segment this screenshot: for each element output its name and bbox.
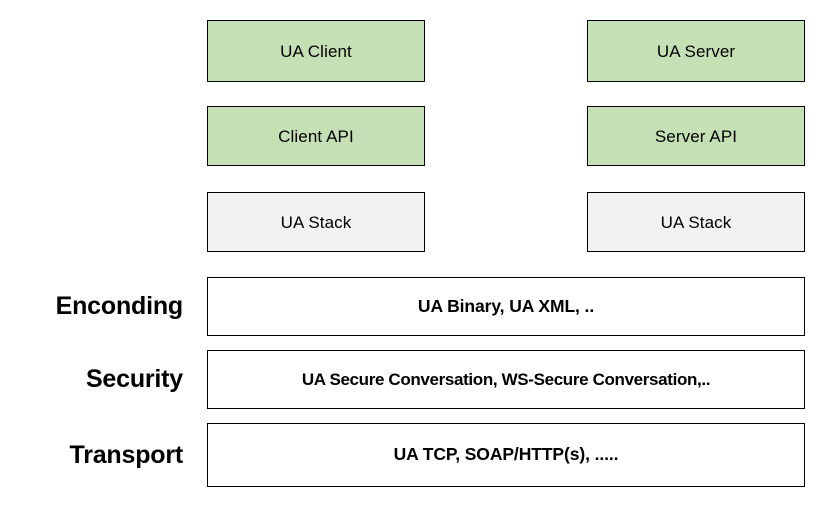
layer-box-encoding-label: UA Binary, UA XML, .. (417, 295, 595, 316)
node-ua-client-label: UA Client (280, 41, 352, 61)
layer-box-encoding: UA Binary, UA XML, .. (207, 277, 805, 336)
layer-box-security-label: UA Secure Conversation, WS-Secure Conver… (301, 370, 711, 389)
node-ua-stack-server: UA Stack (587, 192, 805, 252)
node-client-api-label: Client API (278, 126, 354, 146)
node-ua-stack-client: UA Stack (207, 192, 425, 252)
node-ua-client: UA Client (207, 20, 425, 82)
row-label-security-text: Security (85, 365, 183, 393)
node-client-api: Client API (207, 106, 425, 166)
row-label-encoding: Enconding (0, 277, 184, 336)
row-label-transport: Transport (0, 423, 184, 487)
node-server-api: Server API (587, 106, 805, 166)
layer-box-transport: UA TCP, SOAP/HTTP(s), ..... (207, 423, 805, 487)
layer-box-security: UA Secure Conversation, WS-Secure Conver… (207, 350, 805, 409)
row-label-transport-text: Transport (69, 440, 184, 469)
layer-box-transport-label: UA TCP, SOAP/HTTP(s), ..... (393, 444, 619, 465)
row-label-security: Security (0, 350, 183, 409)
node-ua-stack-server-label: UA Stack (660, 212, 732, 232)
node-server-api-label: Server API (654, 126, 738, 146)
node-ua-stack-client-label: UA Stack (280, 212, 352, 232)
row-label-encoding-text: Enconding (55, 292, 184, 320)
node-ua-server: UA Server (587, 20, 805, 82)
node-ua-server-label: UA Server (656, 41, 736, 61)
